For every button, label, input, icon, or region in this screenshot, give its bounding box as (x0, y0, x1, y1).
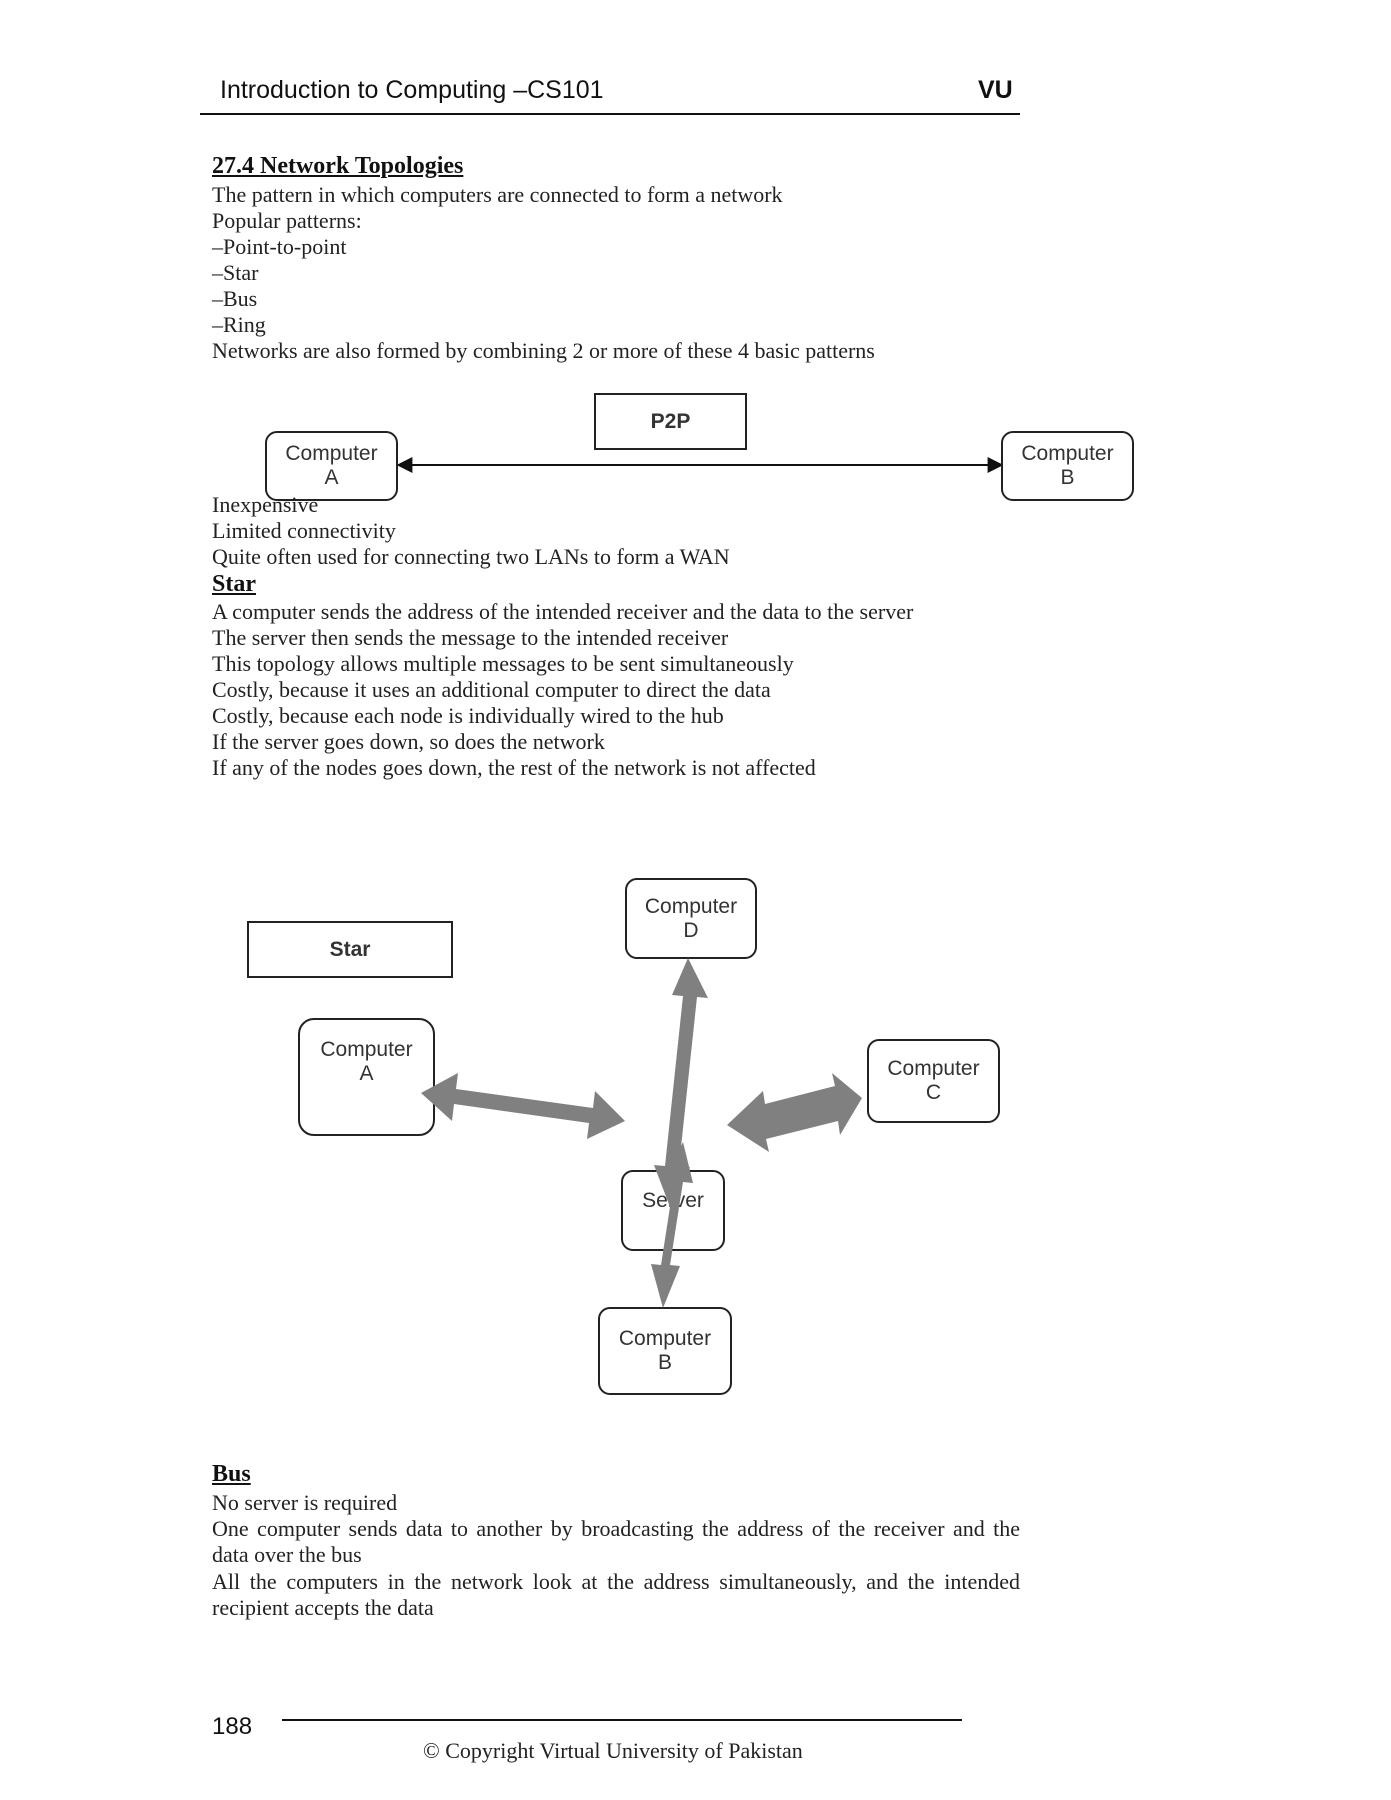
node-label: B (657, 1351, 672, 1374)
bus-paragraph: One computer sends data to another by br… (212, 1516, 1020, 1568)
node-label: Computer (644, 894, 738, 918)
footer-rule (282, 1719, 962, 1721)
running-header-institution: VU (978, 76, 1013, 104)
node-label: Computer (1021, 442, 1114, 465)
topology-list-item: –Bus (212, 286, 258, 311)
p2p-title: P2P (650, 409, 691, 433)
node-label: Computer (285, 442, 378, 465)
bus-line: No server is required (212, 1490, 398, 1515)
running-header-title: Introduction to Computing –CS101 (220, 76, 604, 104)
node-label: B (1060, 466, 1075, 489)
star-line: If any of the nodes goes down, the rest … (212, 755, 816, 780)
star-heading: Star (212, 571, 256, 597)
node-label: A (359, 1062, 374, 1085)
p2p-title-box: P2P (594, 393, 747, 450)
topology-list-item: –Point-to-point (212, 234, 347, 259)
topology-list-item: –Star (212, 260, 259, 285)
star-line: Costly, because it uses an additional co… (212, 677, 771, 702)
arrow-c-hub (727, 1073, 862, 1152)
node-label: A (324, 466, 339, 489)
p2p-point: Limited connectivity (212, 518, 396, 543)
section-heading: 27.4 Network Topologies (212, 153, 464, 179)
header-rule (200, 113, 1020, 115)
arrow-d-server (654, 958, 708, 1207)
star-line: Costly, because each node is individuall… (212, 703, 724, 728)
topology-list-item: –Ring (212, 312, 266, 337)
p2p-point: Inexpensive (212, 492, 319, 517)
arrow-a-hub (421, 1073, 625, 1139)
star-title-box: Star (247, 921, 453, 978)
node-label: Computer (618, 1327, 712, 1350)
bus-heading: Bus (212, 1461, 251, 1487)
node-label: C (925, 1081, 942, 1104)
star-line: A computer sends the address of the inte… (212, 599, 914, 624)
star-line: This topology allows multiple messages t… (212, 651, 794, 676)
section-line: Popular patterns: (212, 208, 362, 233)
node-label: D (683, 918, 699, 942)
page-number: 188 (212, 1713, 253, 1740)
arrow-b-server (651, 1142, 693, 1308)
node-label: Computer (887, 1057, 980, 1080)
copyright-notice: © Copyright Virtual University of Pakist… (423, 1738, 803, 1763)
node-label: Computer (320, 1038, 413, 1061)
star-title: Star (329, 937, 371, 961)
p2p-point: Quite often used for connecting two LANs… (212, 544, 730, 569)
bus-paragraph: All the computers in the network look at… (212, 1569, 1020, 1621)
star-line: The server then sends the message to the… (212, 625, 729, 650)
section-line: The pattern in which computers are conne… (212, 182, 783, 207)
section-line: Networks are also formed by combining 2 … (212, 338, 875, 363)
star-line: If the server goes down, so does the net… (212, 729, 605, 754)
